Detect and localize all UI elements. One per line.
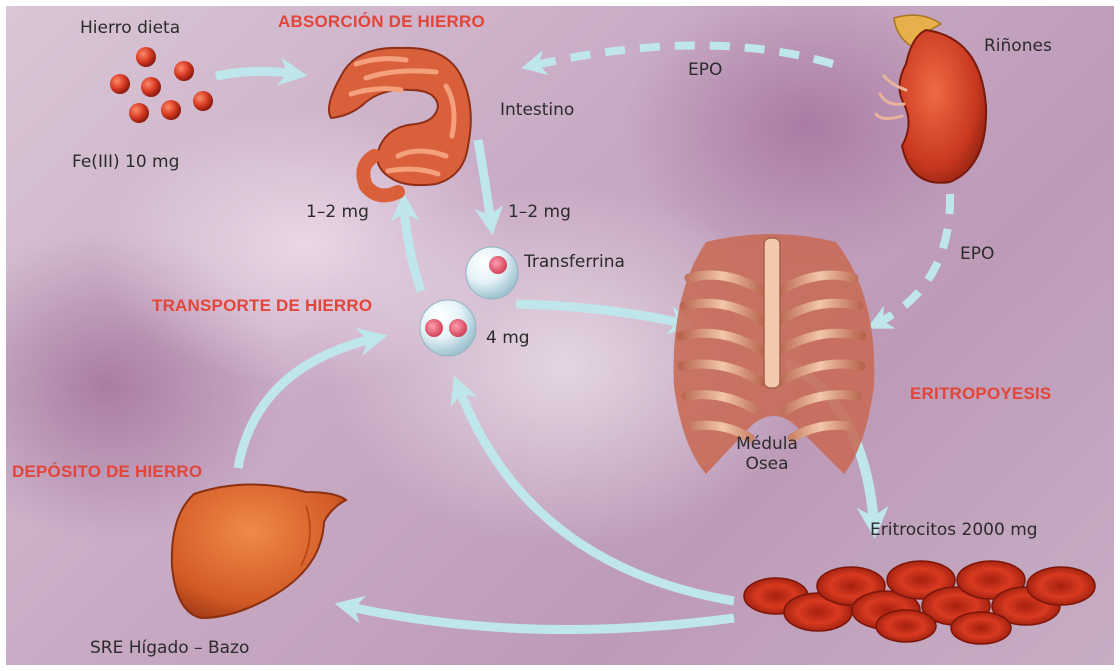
iron-particles-icon: [110, 47, 213, 123]
transferrin-sphere-icon: [466, 247, 518, 299]
arrow-epo-kidney-to-marrow: [876, 194, 950, 324]
iron-transport-title: TRANSPORTE DE HIERRO: [152, 296, 372, 316]
transport-amount-label: 4 mg: [486, 328, 530, 348]
arrow-transport-to-intestine: [404, 204, 421, 291]
erythrocytes-icon: [744, 561, 1095, 644]
arrow-epo-kidney-to-intestine: [531, 45, 833, 66]
diet-iron-label: Hierro dieta: [80, 18, 180, 38]
kidney-icon: [876, 15, 986, 183]
epo-right-label: EPO: [960, 244, 994, 264]
bone-marrow-label: Médula Osea: [722, 434, 812, 474]
iron-deposit-title: DEPÓSITO DE HIERRO: [12, 462, 202, 482]
arrow-liver-to-transport: [238, 338, 376, 468]
erythropoiesis-title: ERITROPOYESIS: [910, 384, 1051, 404]
iron-absorption-title: ABSORCIÓN DE HIERRO: [278, 12, 485, 32]
absorption-down-amount: 1–2 mg: [508, 202, 571, 222]
arrow-diet-to-intestine: [216, 71, 296, 76]
bone-marrow-line1: Médula: [722, 434, 812, 454]
intestine-label: Intestino: [500, 100, 574, 120]
arrow-erythrocytes-to-liver: [346, 606, 734, 630]
arrow-transport-to-marrow: [516, 304, 686, 324]
transferrin-label: Transferrina: [524, 252, 625, 272]
diet-amount-label: Fe(III) 10 mg: [72, 152, 179, 172]
diagram-canvas: Hierro dieta Fe(III) 10 mg ABSORCIÓN DE …: [6, 6, 1114, 665]
erythrocytes-label: Eritrocitos 2000 mg: [870, 520, 1038, 540]
liver-icon: [172, 484, 346, 618]
arrow-intestine-to-transferrin: [478, 140, 491, 224]
kidneys-label: Riñones: [984, 36, 1052, 56]
absorption-up-amount: 1–2 mg: [306, 202, 369, 222]
intestine-icon: [329, 48, 471, 196]
bone-marrow-line2: Osea: [722, 454, 812, 474]
sre-liver-spleen-label: SRE Hígado – Bazo: [90, 638, 249, 658]
epo-top-label: EPO: [688, 60, 722, 80]
transport-sphere-icon: [420, 300, 476, 356]
